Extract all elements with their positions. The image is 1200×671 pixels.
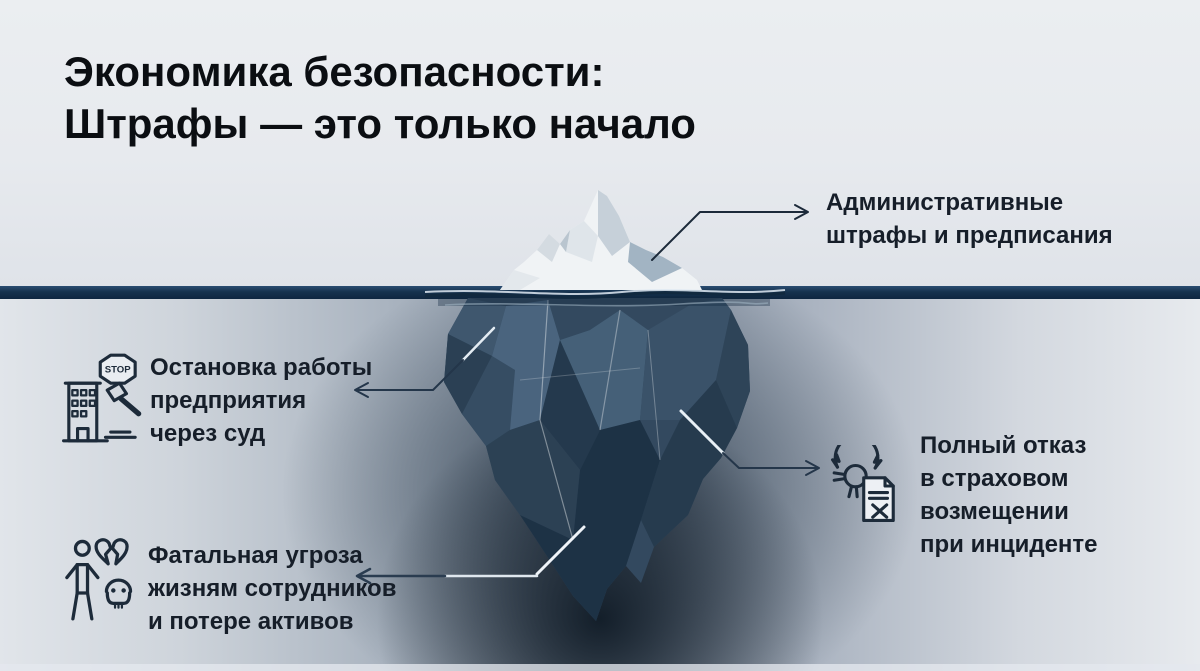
callout-text-line: жизням сотрудников: [148, 575, 397, 602]
person-broken-heart-skull-icon: [60, 536, 146, 626]
building-stop-gavel-icon: STOP: [58, 350, 146, 446]
stop-sign-text: STOP: [105, 365, 132, 376]
arrowhead-left-icon: [354, 382, 369, 398]
callout-business-shutdown: Остановка работы предприятия через суд: [150, 351, 372, 450]
callout-text-line: предприятия: [150, 387, 307, 414]
callout-line-admin-fines: [651, 204, 809, 261]
callout-text-line: Фатальная угроза: [148, 542, 363, 569]
bottom-edge-strip: [0, 664, 1200, 671]
callout-fatal-threat: Фатальная угроза жизням сотрудников и по…: [148, 539, 396, 638]
broken-lifering-document-icon: [824, 434, 910, 527]
iceberg-above-water: [500, 190, 702, 290]
callout-text-line: через суд: [150, 420, 266, 447]
callout-text-line: при инциденте: [920, 531, 1098, 558]
callout-text-line: штрафы и предписания: [826, 222, 1113, 249]
water-surface-streaks: [424, 289, 786, 307]
title-line-2: Штрафы — это только начало: [64, 100, 696, 147]
callout-text-line: Остановка работы: [150, 354, 373, 381]
callout-text-line: и потере активов: [148, 608, 354, 635]
callout-admin-fines: Административные штрафы и предписания: [826, 186, 1113, 252]
callout-insurance-denial: Полный отказ в страховом возмещении при …: [920, 429, 1098, 561]
arrowhead-left-icon: [355, 567, 372, 585]
callout-text-line: в страховом: [920, 465, 1069, 492]
callout-text-line: Административные: [826, 189, 1064, 216]
callout-text-line: Полный отказ: [920, 432, 1087, 459]
callout-lines: [354, 204, 820, 585]
title-line-1: Экономика безопасности:: [64, 48, 605, 95]
page-title: Экономика безопасности: Штрафы — это тол…: [64, 46, 696, 150]
callout-line-business-shutdown: [354, 326, 496, 398]
arrowhead-right-icon: [805, 460, 820, 476]
callout-line-insurance-denial: [679, 409, 820, 476]
arrowhead-right-icon: [794, 204, 809, 220]
callout-text-line: возмещении: [920, 498, 1069, 525]
callout-line-fatal-threat: [355, 525, 586, 585]
iceberg-below-water: [444, 298, 750, 621]
